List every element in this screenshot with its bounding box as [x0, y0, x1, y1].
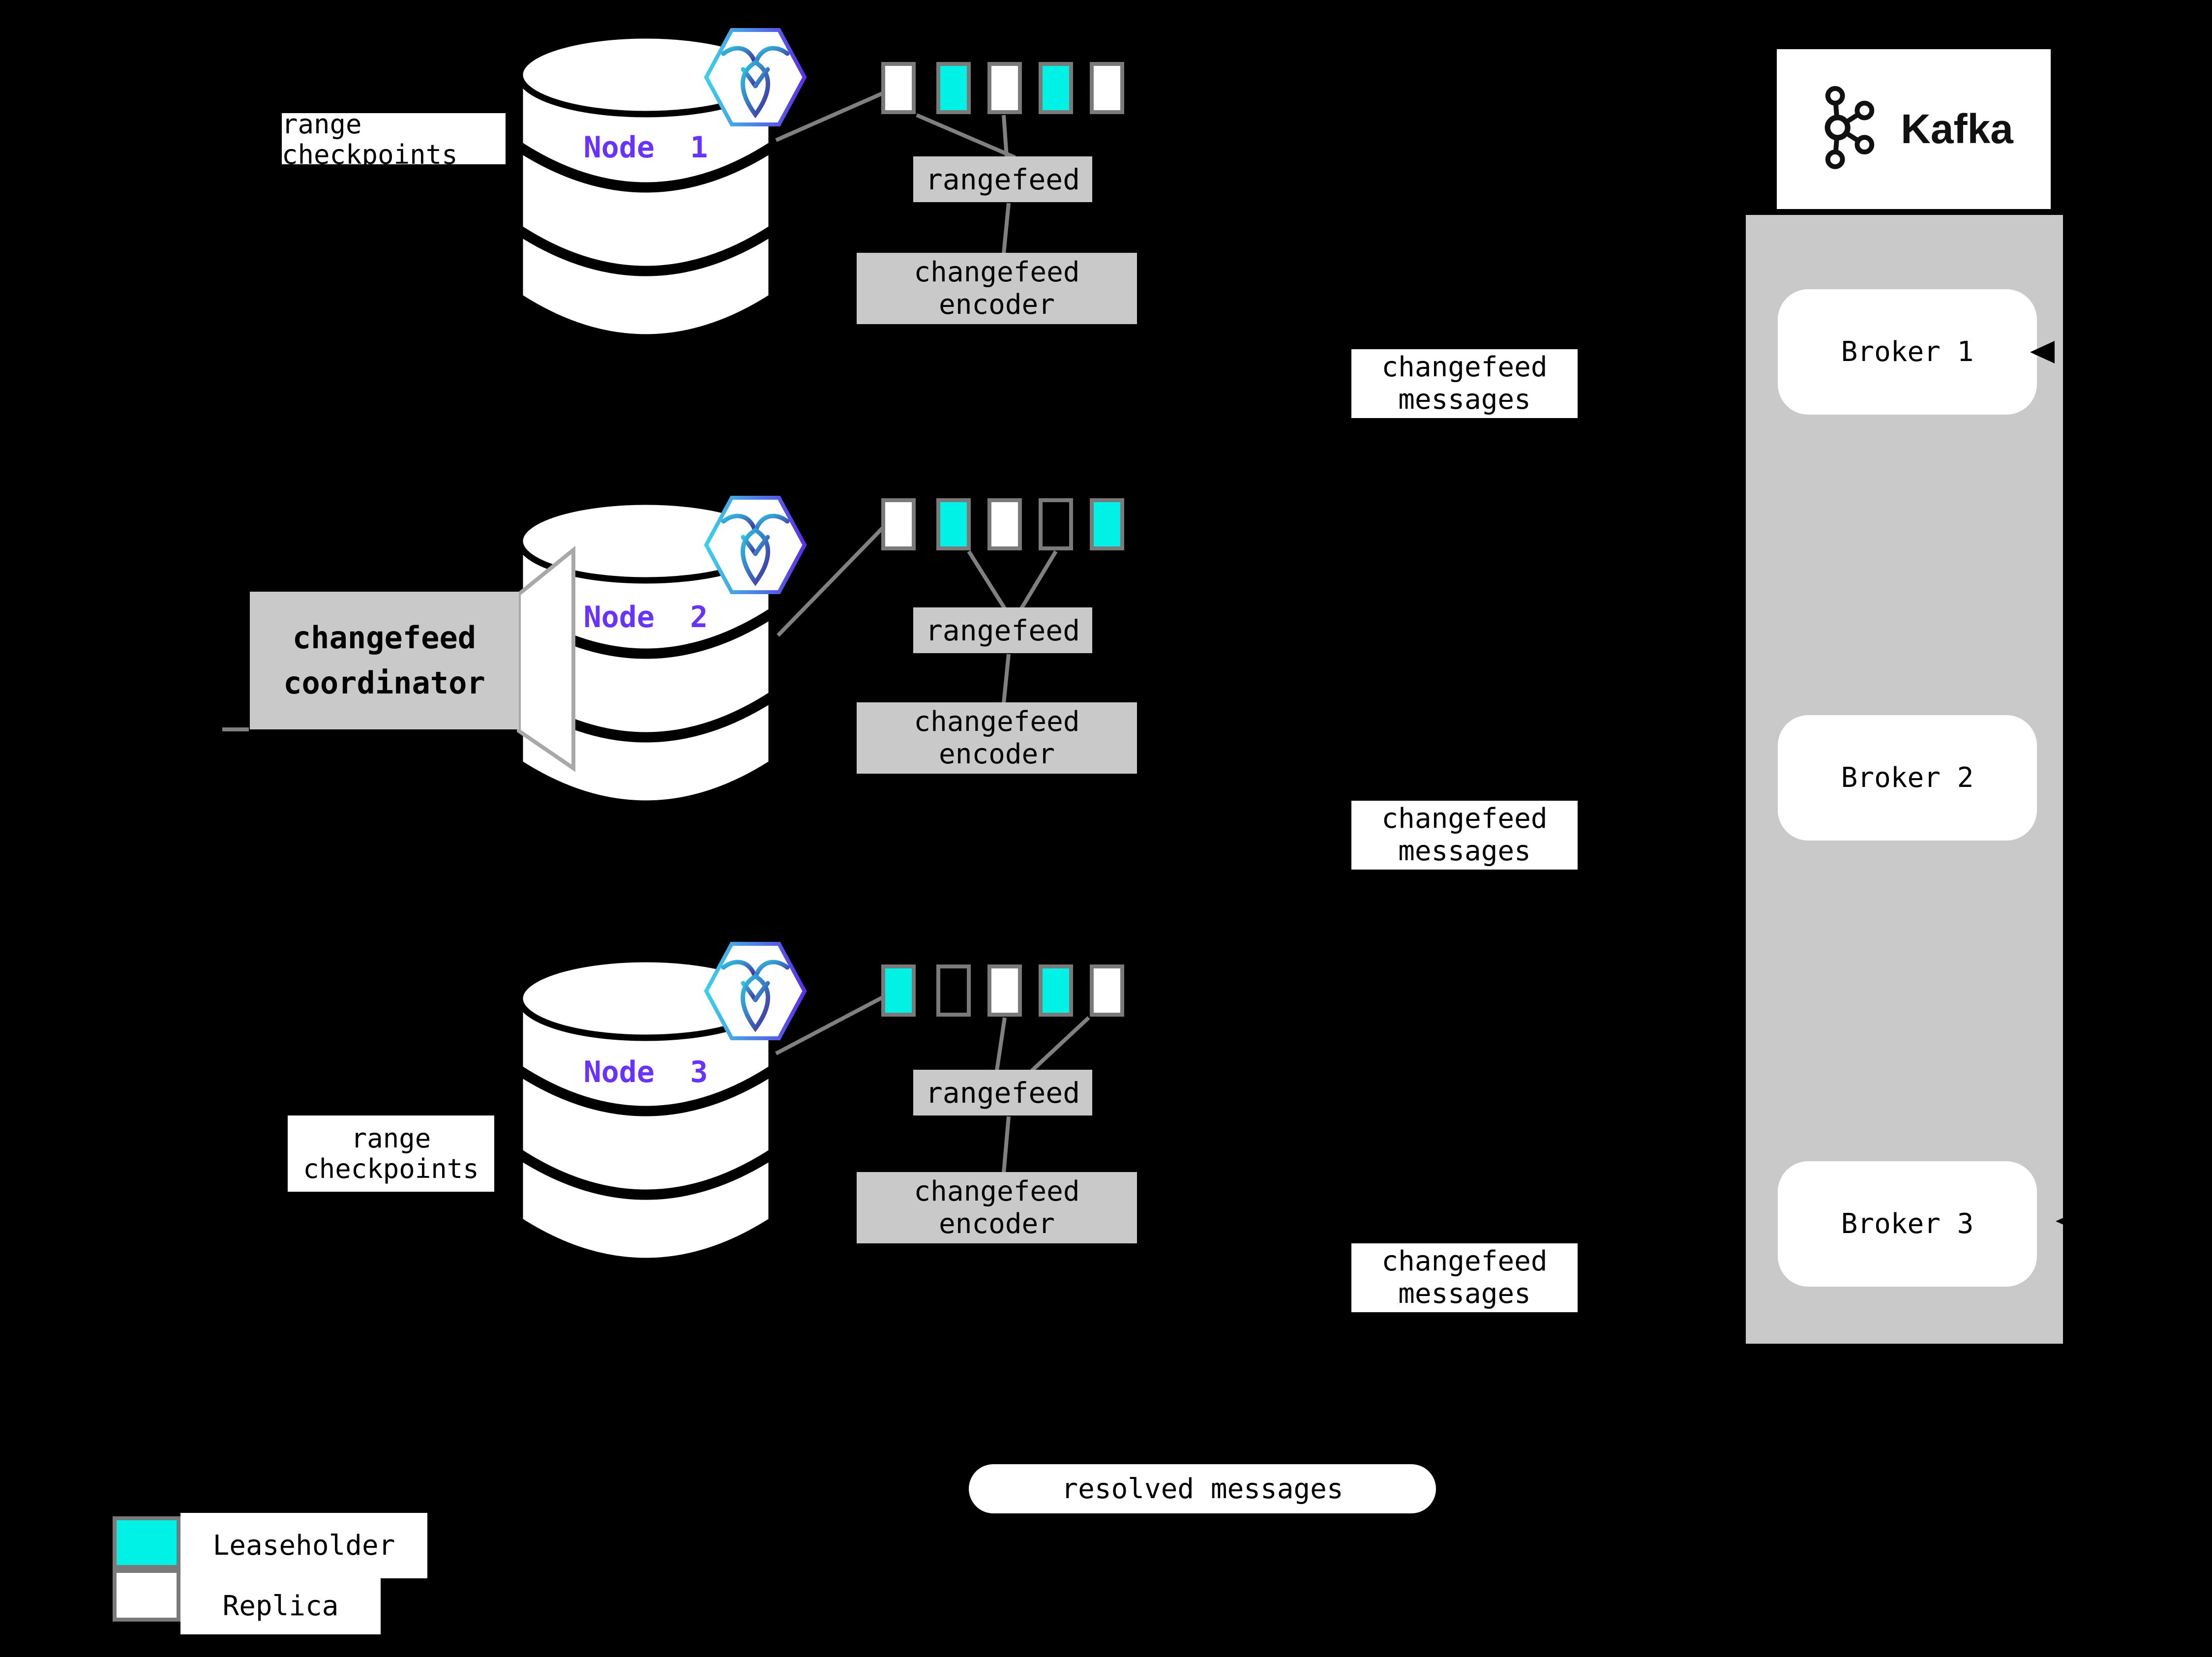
connector-range-to-rangefeed: [916, 113, 1016, 159]
label-line1: changefeed: [1381, 1245, 1548, 1277]
label-line1: range: [351, 1122, 431, 1154]
connector-rangefeed-to-encoder: [1002, 654, 1011, 704]
legend-leaseholder-label: Leaseholder: [180, 1513, 427, 1578]
encoder-label-line2: encoder: [938, 738, 1055, 770]
rangefeed-label: rangefeed: [925, 613, 1080, 647]
range-square: [881, 498, 916, 550]
kafka-wordmark: Kafka: [1901, 106, 2013, 152]
broker-1-box: Broker 1: [1778, 289, 2037, 415]
coordinator-label-line1: changefeed: [292, 620, 477, 656]
connector-lines: [222, 91, 1090, 1174]
range-square: [987, 964, 1022, 1017]
broker-label: Broker 1: [1841, 336, 1974, 368]
arrowhead-icon: [2056, 1213, 2074, 1230]
range-checkpoints-label: range checkpoints: [282, 113, 506, 164]
range-square: [1090, 62, 1124, 114]
coordinator-flag-shape: [517, 545, 575, 772]
range-square: [936, 62, 971, 114]
changefeed-encoder-box: changefeed encoder: [857, 1172, 1137, 1243]
legend-label-text: Replica: [222, 1590, 339, 1622]
encoder-label-line1: changefeed: [914, 256, 1080, 288]
changefeed-messages-label: changefeed messages: [1351, 801, 1578, 870]
range-square: [881, 964, 916, 1017]
kafka-logo-box: Kafka: [1777, 49, 2051, 209]
connector-range-to-rangefeed: [967, 550, 1007, 610]
node-1-label: Node 1: [583, 130, 708, 165]
range-square: [1039, 964, 1073, 1017]
legend-leaseholder-swatch: [113, 1516, 180, 1569]
label-line2: checkpoints: [282, 139, 458, 165]
legend-replica-label: Replica: [180, 1578, 381, 1634]
changefeed-encoder-box: changefeed encoder: [857, 253, 1137, 324]
broker-label: Broker 3: [1841, 1208, 1974, 1240]
encoder-label-line1: changefeed: [914, 1175, 1080, 1207]
node-2-label: Node 2: [583, 600, 708, 634]
rangefeed-label: rangefeed: [925, 1076, 1080, 1110]
connector-range-to-rangefeed: [1030, 1016, 1090, 1072]
label-line1: changefeed: [1381, 803, 1548, 835]
encoder-label-line2: encoder: [938, 1207, 1055, 1240]
arrowhead-icon: [2030, 341, 2055, 363]
connector-node1-to-ranges: [775, 91, 883, 142]
changefeed-encoder-box: changefeed encoder: [857, 702, 1137, 774]
changefeed-messages-label: changefeed messages: [1351, 1243, 1578, 1312]
connector-range-to-rangefeed: [1002, 115, 1009, 158]
rangefeed-label: rangefeed: [925, 162, 1080, 196]
range-square: [1090, 964, 1124, 1017]
broker-2-box: Broker 2: [1778, 715, 2037, 841]
range-square: [1039, 498, 1073, 550]
broker-label: Broker 2: [1841, 762, 1974, 794]
connector-node3-to-ranges: [775, 994, 886, 1055]
legend-replica-swatch: [113, 1569, 180, 1622]
legend-label-text: Leaseholder: [212, 1529, 395, 1562]
range-square: [936, 964, 971, 1017]
encoder-label-line1: changefeed: [914, 705, 1080, 738]
label-line2: messages: [1398, 384, 1531, 416]
range-square: [1090, 498, 1124, 550]
changefeed-messages-label: changefeed messages: [1351, 349, 1578, 418]
changefeed-coordinator-box: changefeed coordinator: [250, 592, 519, 729]
coordinator-label-line2: coordinator: [283, 665, 485, 701]
connector-range-to-rangefeed: [995, 1017, 1007, 1071]
node-3-label: Node 3: [583, 1055, 708, 1089]
label-line1: range: [282, 113, 362, 140]
range-square: [881, 62, 916, 114]
range-square: [936, 498, 971, 550]
resolved-messages-pill: resolved messages: [969, 1464, 1436, 1513]
rangefeed-box: rangefeed: [913, 156, 1092, 202]
connector-range-to-rangefeed: [1019, 550, 1058, 610]
resolved-messages-label: resolved messages: [1061, 1473, 1344, 1505]
label-line1: changefeed: [1381, 351, 1548, 383]
range-square: [1039, 62, 1073, 114]
kafka-logo-icon: [1824, 86, 1875, 169]
broker-3-box: Broker 3: [1778, 1161, 2037, 1287]
range-square: [987, 498, 1022, 550]
rangefeed-box: rangefeed: [913, 607, 1092, 653]
connector-rangefeed-to-encoder: [1002, 1116, 1011, 1174]
label-line2: checkpoints: [303, 1153, 479, 1184]
rangefeed-box: rangefeed: [913, 1070, 1092, 1115]
label-line2: messages: [1398, 1278, 1531, 1310]
connector-node2-to-ranges: [777, 524, 887, 637]
connector-rangefeed-to-encoder: [1002, 203, 1011, 254]
range-checkpoints-label: range checkpoints: [288, 1115, 494, 1192]
label-line2: messages: [1398, 835, 1531, 867]
range-square: [987, 62, 1022, 114]
encoder-label-line2: encoder: [938, 288, 1055, 321]
